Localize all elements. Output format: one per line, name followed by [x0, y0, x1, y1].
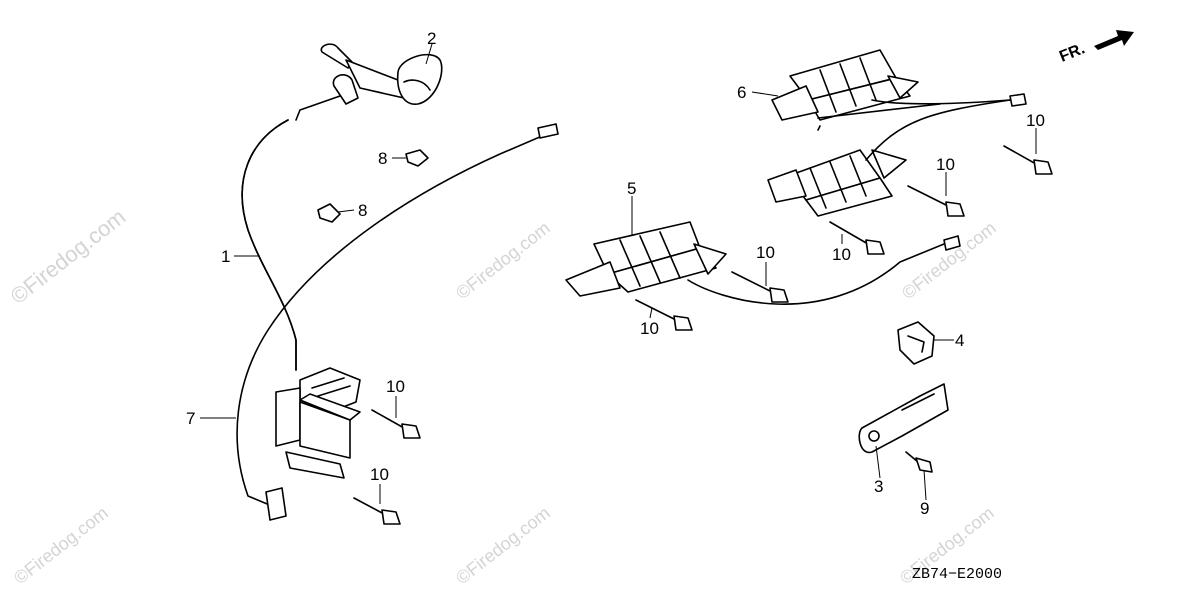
callout-1: 1 — [221, 247, 230, 266]
callout-5: 5 — [627, 179, 636, 198]
callout-10: 10 — [386, 377, 405, 396]
callout-8: 8 — [378, 149, 387, 168]
spark-plug-cap — [295, 43, 443, 121]
wire-clip — [317, 203, 341, 223]
watermark-text: ©Firedog.com — [898, 218, 1000, 304]
bolt — [907, 185, 965, 217]
charge-coil — [767, 49, 1027, 217]
callout-10: 10 — [756, 243, 775, 262]
fr-arrow-icon — [1094, 30, 1134, 50]
callout-10: 10 — [832, 245, 851, 264]
bolt — [1003, 145, 1053, 175]
nut — [897, 321, 935, 365]
watermark-text: ©Firedog.com — [6, 204, 131, 309]
callout-9: 9 — [920, 499, 929, 518]
ignition-coil — [241, 119, 361, 479]
bolt — [353, 497, 401, 525]
callout-7: 7 — [186, 409, 195, 428]
callout-8: 8 — [358, 201, 367, 220]
exciter-coil — [565, 221, 961, 305]
callout-10: 10 — [640, 319, 659, 338]
callout-10: 10 — [936, 155, 955, 174]
callout-10: 10 — [370, 465, 389, 484]
bolt — [731, 271, 789, 303]
front-direction-indicator: FR. — [1057, 30, 1134, 66]
fr-label: FR. — [1057, 40, 1087, 65]
bolt — [905, 451, 933, 473]
bolt — [371, 409, 421, 439]
callout-10: 10 — [1026, 111, 1045, 130]
leader-lines — [200, 43, 1037, 504]
callout-labels: 1 2 3 4 5 6 7 8 8 9 10 10 10 10 10 10 10 — [186, 29, 1045, 518]
watermark-text: ©Firedog.com — [452, 218, 554, 304]
callout-6: 6 — [737, 83, 746, 102]
wire-harness — [236, 123, 559, 521]
watermark-text: ©Firedog.com — [10, 503, 112, 589]
bolt — [635, 299, 693, 331]
watermark-text: ©Firedog.com — [452, 503, 554, 589]
diagram-code: ZB74−E2000 — [912, 566, 1002, 583]
bolt — [829, 221, 885, 255]
callout-4: 4 — [955, 331, 964, 350]
bracket — [858, 383, 949, 454]
callout-3: 3 — [874, 477, 883, 496]
wire-clip — [405, 149, 429, 167]
callout-2: 2 — [427, 29, 436, 48]
